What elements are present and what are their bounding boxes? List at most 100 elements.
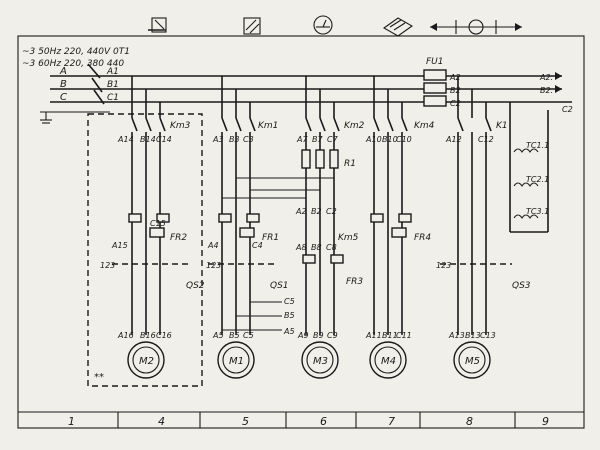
m1-taps: [222, 301, 282, 331]
m1-t2: B5: [229, 331, 240, 340]
m1-t3: C5: [243, 331, 254, 340]
resistor-label: R1: [344, 159, 356, 169]
sheet-frame: [17, 35, 585, 429]
feeder-wires: [131, 76, 487, 335]
dashed-enclosure: [87, 113, 203, 387]
cl-C3: C3: [243, 135, 254, 144]
col-7: 7: [388, 415, 395, 428]
m2-t2: B16: [140, 331, 156, 340]
fuse-block: [423, 69, 447, 107]
bus-A1: A1: [106, 67, 119, 77]
relay-FR1: FR1: [262, 233, 279, 243]
col-4: 4: [158, 415, 165, 428]
motor-M3: M3: [313, 356, 328, 367]
column-dividers: [117, 412, 516, 428]
cooler-block-icon: [382, 17, 414, 37]
phase-C: C: [60, 92, 67, 103]
cl-C10: C10: [396, 135, 412, 144]
lbl-C15: C15: [150, 219, 166, 228]
m3-t2: B9: [313, 331, 324, 340]
switch-QS3: QS3: [512, 281, 531, 291]
hatched-block-icon: [243, 17, 261, 35]
contactor-Km5: Km5: [338, 233, 359, 243]
m5-t3: C13: [480, 331, 496, 340]
lbl-A4: A4: [207, 241, 219, 250]
motor-M5: M5: [465, 356, 480, 367]
cl-B10: B10: [382, 135, 398, 144]
lbl-C5: C5: [284, 297, 295, 306]
cl-A2: A2: [295, 207, 307, 216]
motor-block-icon: [148, 17, 167, 33]
fuse-out-A2: A2: [449, 73, 461, 82]
relay-FR2: FR2: [170, 233, 187, 243]
overload-relays: [128, 213, 412, 264]
phase-B: B: [60, 79, 67, 90]
relay-FR4: FR4: [414, 233, 431, 243]
transformer-2: TC2.1: [526, 175, 549, 184]
cl-A3: A3: [212, 135, 224, 144]
supply-line-2: ~3 60Hz 220, 380 440: [22, 59, 124, 69]
m4-t1: A11: [365, 331, 382, 340]
switch-QS2: QS2: [186, 281, 205, 291]
col-9: 9: [542, 415, 549, 428]
cl-A8: A8: [295, 243, 307, 252]
cl-A12: A12: [445, 135, 462, 144]
supply-line-1: ~3 50Hz 220, 440V 0T1: [22, 47, 130, 57]
col-1: 1: [68, 415, 75, 428]
fuse-out-B2: B2: [450, 86, 461, 95]
m1-t1: A5: [212, 331, 224, 340]
col-8: 8: [466, 415, 473, 428]
m3-t3: C9: [327, 331, 338, 340]
fuse-label: FU1: [426, 57, 444, 67]
contactor-Km1: Km1: [258, 121, 278, 131]
motor-M2: M2: [139, 356, 154, 367]
lbl-123-c: 123: [436, 261, 451, 270]
right-bus-C2: C2: [562, 105, 573, 114]
motor-M1: M1: [229, 356, 244, 367]
contactor-Km4: Km4: [414, 121, 435, 131]
cl-C14: C14: [156, 135, 172, 144]
right-bus-B2: B2.: [540, 86, 553, 95]
rotation-arrows-icon: [430, 19, 522, 35]
stars-mark: **: [94, 372, 104, 383]
gauge-icon: [313, 15, 333, 35]
m5-t1: A13: [448, 331, 465, 340]
relay-FR3: FR3: [346, 277, 363, 287]
motors: [127, 341, 491, 379]
m4-t3: C11: [396, 331, 412, 340]
cl-C8: C8: [326, 243, 337, 252]
bus-B1: B1: [107, 80, 119, 90]
cl-A10: A10: [365, 135, 382, 144]
m2-t3: C16: [156, 331, 172, 340]
right-bus-A2: A2.: [539, 73, 553, 82]
m5-t2: B13: [465, 331, 481, 340]
motor-M4: M4: [381, 356, 396, 367]
cl-B8: B8: [311, 243, 322, 252]
switch-QS1: QS1: [270, 281, 289, 291]
fuse-out-C2: C2: [450, 99, 461, 108]
reverse-crossover: [222, 177, 334, 199]
contact-labels: A14 B14 C14 A3 B3 C3 A7 B7 C7 A10 B10 C1…: [117, 135, 494, 144]
cl-A14: A14: [117, 135, 134, 144]
col-6: 6: [320, 415, 327, 428]
m2-t1: A16: [117, 331, 134, 340]
contactor-Km2: Km2: [344, 121, 365, 131]
cl-C12: C12: [478, 135, 494, 144]
resistor-R1: [301, 149, 339, 169]
transformer-1: TC1.1: [526, 141, 549, 150]
contactor-Km3: Km3: [170, 121, 191, 131]
contactor-K1: K1: [496, 121, 508, 131]
cl-C2: C2: [326, 207, 337, 216]
column-numbers: 1 4 5 6 7 8 9: [68, 415, 549, 428]
cl-A7: A7: [296, 135, 308, 144]
cl-B2: B2: [311, 207, 322, 216]
lbl-123-b: 123: [206, 261, 221, 270]
cl-B7: B7: [312, 135, 323, 144]
lbl-A15: A15: [111, 241, 128, 250]
lbl-C4: C4: [252, 241, 263, 250]
lbl-123-a: 123: [100, 261, 115, 270]
m4-t2: B11: [382, 331, 398, 340]
m3-t1: A9: [297, 331, 309, 340]
lbl-B5: B5: [284, 311, 295, 320]
